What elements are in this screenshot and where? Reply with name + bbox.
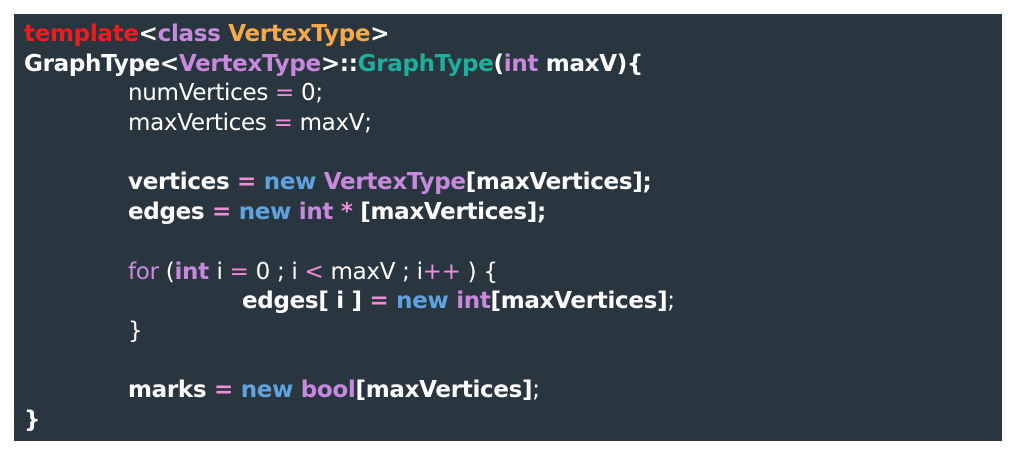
code-panel: template<class VertexType>GraphType<Vert… [14,14,1002,441]
code-token [231,199,239,225]
code-token: i [216,258,230,285]
code-token: vertices [128,169,238,196]
code-token: template [24,21,139,47]
code-token: < [304,258,324,285]
code-token: int [503,50,546,77]
code-line: numVertices = 0; [24,79,1002,109]
code-token [256,169,264,195]
code-token: edges[ i ] [242,288,370,315]
code-token: VertexType [228,21,371,47]
code-token: [maxVertices] [490,288,668,315]
code-token: ) { [460,258,498,285]
code-token: GraphType [357,50,494,77]
code-line: maxVertices = maxV; [24,109,1002,139]
code-token: int [174,258,217,285]
blank-code-line [24,228,1002,258]
code-token: < [138,21,158,47]
code-token: * [340,199,353,226]
blank-code-line [24,139,1002,169]
code-token: ; [532,377,540,404]
code-token: = [369,288,389,315]
code-token: [maxVertices]; [465,169,652,196]
code-token: = [237,169,257,196]
code-line: edges[ i ] = new int[maxVertices]; [24,287,1002,317]
code-token: GraphType [24,50,160,77]
code-token: VertexType [323,169,466,196]
code-token: >:: [320,50,358,77]
code-line: GraphType<VertexType>::GraphType(int max… [24,50,1002,80]
code-token: > [370,21,390,47]
code-token: 0; [294,80,323,107]
code-line: template<class VertexType> [24,20,1002,50]
code-token: = [229,258,249,285]
code-line: vertices = new VertexType[maxVertices]; [24,168,1002,198]
code-token: = [273,110,293,137]
code-token: new [263,169,324,196]
code-token: = [275,80,294,107]
code-token: int [456,288,491,315]
code-token: = [214,377,234,404]
code-token: edges [128,199,213,226]
code-line: edges = new int * [maxVertices]; [24,198,1002,228]
code-token: 0 ; i [248,258,305,285]
code-token: maxV){ [545,50,644,77]
code-token: ; [667,288,675,315]
code-token: = [212,199,232,226]
code-token: new [396,288,457,315]
code-token: maxV ; i [323,258,424,285]
code-token: for [128,258,166,285]
code-token: class [157,21,229,47]
code-token: new [240,377,301,404]
code-token: marks [128,377,215,404]
code-token [388,288,396,314]
code-token: maxV; [292,110,372,137]
code-token: } [24,406,41,433]
code-line: } [24,406,1002,436]
code-token: [maxVertices] [355,377,533,404]
code-token: new [238,199,299,226]
code-line: marks = new bool[maxVertices]; [24,376,1002,406]
code-token: [maxVertices]; [352,199,546,226]
code-token: int [298,199,341,226]
code-line: for (int i = 0 ; i < maxV ; i++ ) { [24,258,1002,288]
code-token [233,377,241,403]
blank-code-line [24,347,1002,377]
code-token: bool [300,377,356,404]
code-token: numVertices [128,80,276,107]
code-token: maxVertices [128,110,274,137]
code-token: ++ [422,258,461,285]
code-token: < [159,50,179,77]
code-token: VertexType [178,50,321,77]
code-line: } [24,317,1002,347]
code-token: } [128,317,143,344]
code-token: ( [165,258,175,285]
code-token: ( [493,50,505,77]
